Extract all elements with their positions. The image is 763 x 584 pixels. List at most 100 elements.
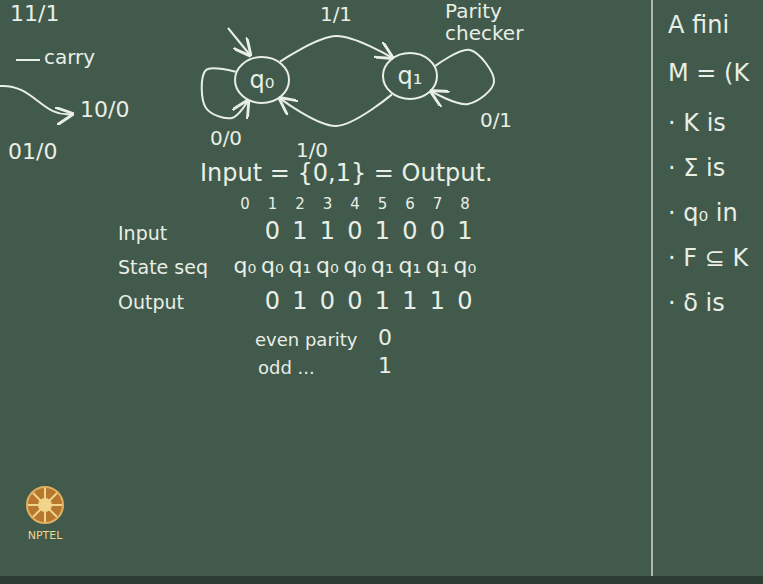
label-text: 1: [375, 287, 390, 315]
board-text: 6: [405, 196, 415, 213]
board-text: NPTEL: [28, 530, 63, 542]
label-text: 01/0: [8, 139, 57, 164]
label-text: 0: [430, 217, 445, 245]
board-text: 0: [457, 288, 472, 314]
board-text: 0: [378, 326, 392, 350]
logo-disc: [27, 487, 63, 523]
board-text: · K is: [668, 110, 726, 136]
board-text: · F ⊆ K: [668, 245, 748, 271]
label-text: 0: [265, 287, 280, 315]
state-name: q₀: [250, 66, 275, 94]
label-text: odd ...: [258, 357, 315, 378]
logo-spokes: [28, 488, 62, 522]
transition-label: 0/1: [478, 108, 514, 132]
board-text: 1: [375, 288, 390, 314]
board-text: · δ is: [668, 290, 725, 316]
label-text: Parity checker: [445, 0, 523, 45]
board-text: M = (K: [668, 60, 749, 86]
transition-label: 1/1: [318, 2, 354, 26]
nptel-logo: [27, 487, 63, 523]
label-text: q₀: [234, 253, 257, 278]
label-text: q₁: [399, 253, 422, 278]
board-text: even parity: [255, 330, 358, 350]
board-text: 1: [292, 218, 307, 244]
label-text: q₁: [371, 253, 394, 278]
label-text: even parity: [255, 329, 358, 350]
board-text: 2: [295, 196, 305, 213]
label-text: A fini: [668, 11, 729, 39]
board-rail: [0, 576, 763, 584]
label-text: · δ is: [668, 289, 725, 317]
label-text: 0: [347, 287, 362, 315]
label-text: · Σ is: [668, 154, 725, 182]
label-text: Input = {0,1} = Output.: [200, 159, 493, 187]
board-text: carry: [44, 46, 95, 68]
edge-label: 1/1: [318, 2, 354, 26]
transition-arrow: [280, 94, 392, 126]
board-text: Input = {0,1} = Output.: [200, 160, 493, 186]
label-text: 0: [265, 217, 280, 245]
label-text: carry: [44, 45, 95, 69]
board-text: 3: [323, 196, 333, 213]
board-text: q₁: [289, 254, 312, 278]
label-text: 5: [378, 195, 388, 213]
board-text: 0: [430, 218, 445, 244]
board-text: 1: [268, 196, 278, 213]
board-text: q₁: [371, 254, 394, 278]
label-text: 0: [240, 195, 250, 213]
board-text: State seq: [118, 257, 208, 278]
board-text: 5: [378, 196, 388, 213]
partial-loop: [0, 86, 72, 114]
board-text: 1: [430, 288, 445, 314]
label-text: Input: [118, 222, 167, 244]
label-text: 0: [378, 325, 392, 350]
board-text: q₀: [261, 254, 284, 278]
board-text: 0: [320, 288, 335, 314]
transition-arrow: [431, 50, 494, 104]
label-text: q₀: [454, 253, 477, 278]
label-text: 1: [292, 217, 307, 245]
start-arrow: [228, 28, 250, 55]
board-text: Input: [118, 223, 167, 244]
board-text: Parity checker: [445, 0, 535, 44]
state-name: q₁: [398, 62, 423, 90]
label-text: 1: [457, 217, 472, 245]
label-text: 1: [292, 287, 307, 315]
board-text: 0: [402, 218, 417, 244]
label-text: 10/0: [80, 97, 129, 122]
label-text: 2: [295, 195, 305, 213]
board-text: q₁: [426, 254, 449, 278]
edge-label: 0/1: [478, 108, 514, 132]
board-text: q₁: [399, 254, 422, 278]
label-text: 1: [378, 353, 392, 378]
label-text: q₀: [344, 253, 367, 278]
board-text: 1: [457, 218, 472, 244]
board-divider: [651, 0, 653, 576]
board-text: 1: [292, 288, 307, 314]
label-text: 1: [375, 217, 390, 245]
board-text: 4: [350, 196, 360, 213]
state-circle: q₀: [234, 56, 290, 104]
board-text: 0: [347, 288, 362, 314]
transition-label: 1/0: [294, 138, 330, 162]
board-text: 11/1: [10, 2, 59, 26]
label-text: NPTEL: [28, 529, 63, 542]
board-text: odd ...: [258, 358, 315, 378]
label-text: State seq: [118, 256, 208, 278]
transition-arrow: [280, 36, 392, 62]
board-text: 8: [460, 196, 470, 213]
edge-label: 1/0: [294, 138, 330, 162]
label-text: 0: [402, 217, 417, 245]
board-text: A fini: [668, 12, 729, 38]
board-text: 7: [433, 196, 443, 213]
label-text: 6: [405, 195, 415, 213]
board-text: 0: [240, 196, 250, 213]
label-text: · q₀ in: [668, 199, 738, 227]
board-text: 1: [402, 288, 417, 314]
board-text: 10/0: [80, 98, 129, 122]
board-text: q₀: [234, 254, 257, 278]
board-text: 01/0: [8, 140, 57, 164]
label-text: q₀: [316, 253, 339, 278]
board-text: · q₀ in: [668, 200, 738, 226]
